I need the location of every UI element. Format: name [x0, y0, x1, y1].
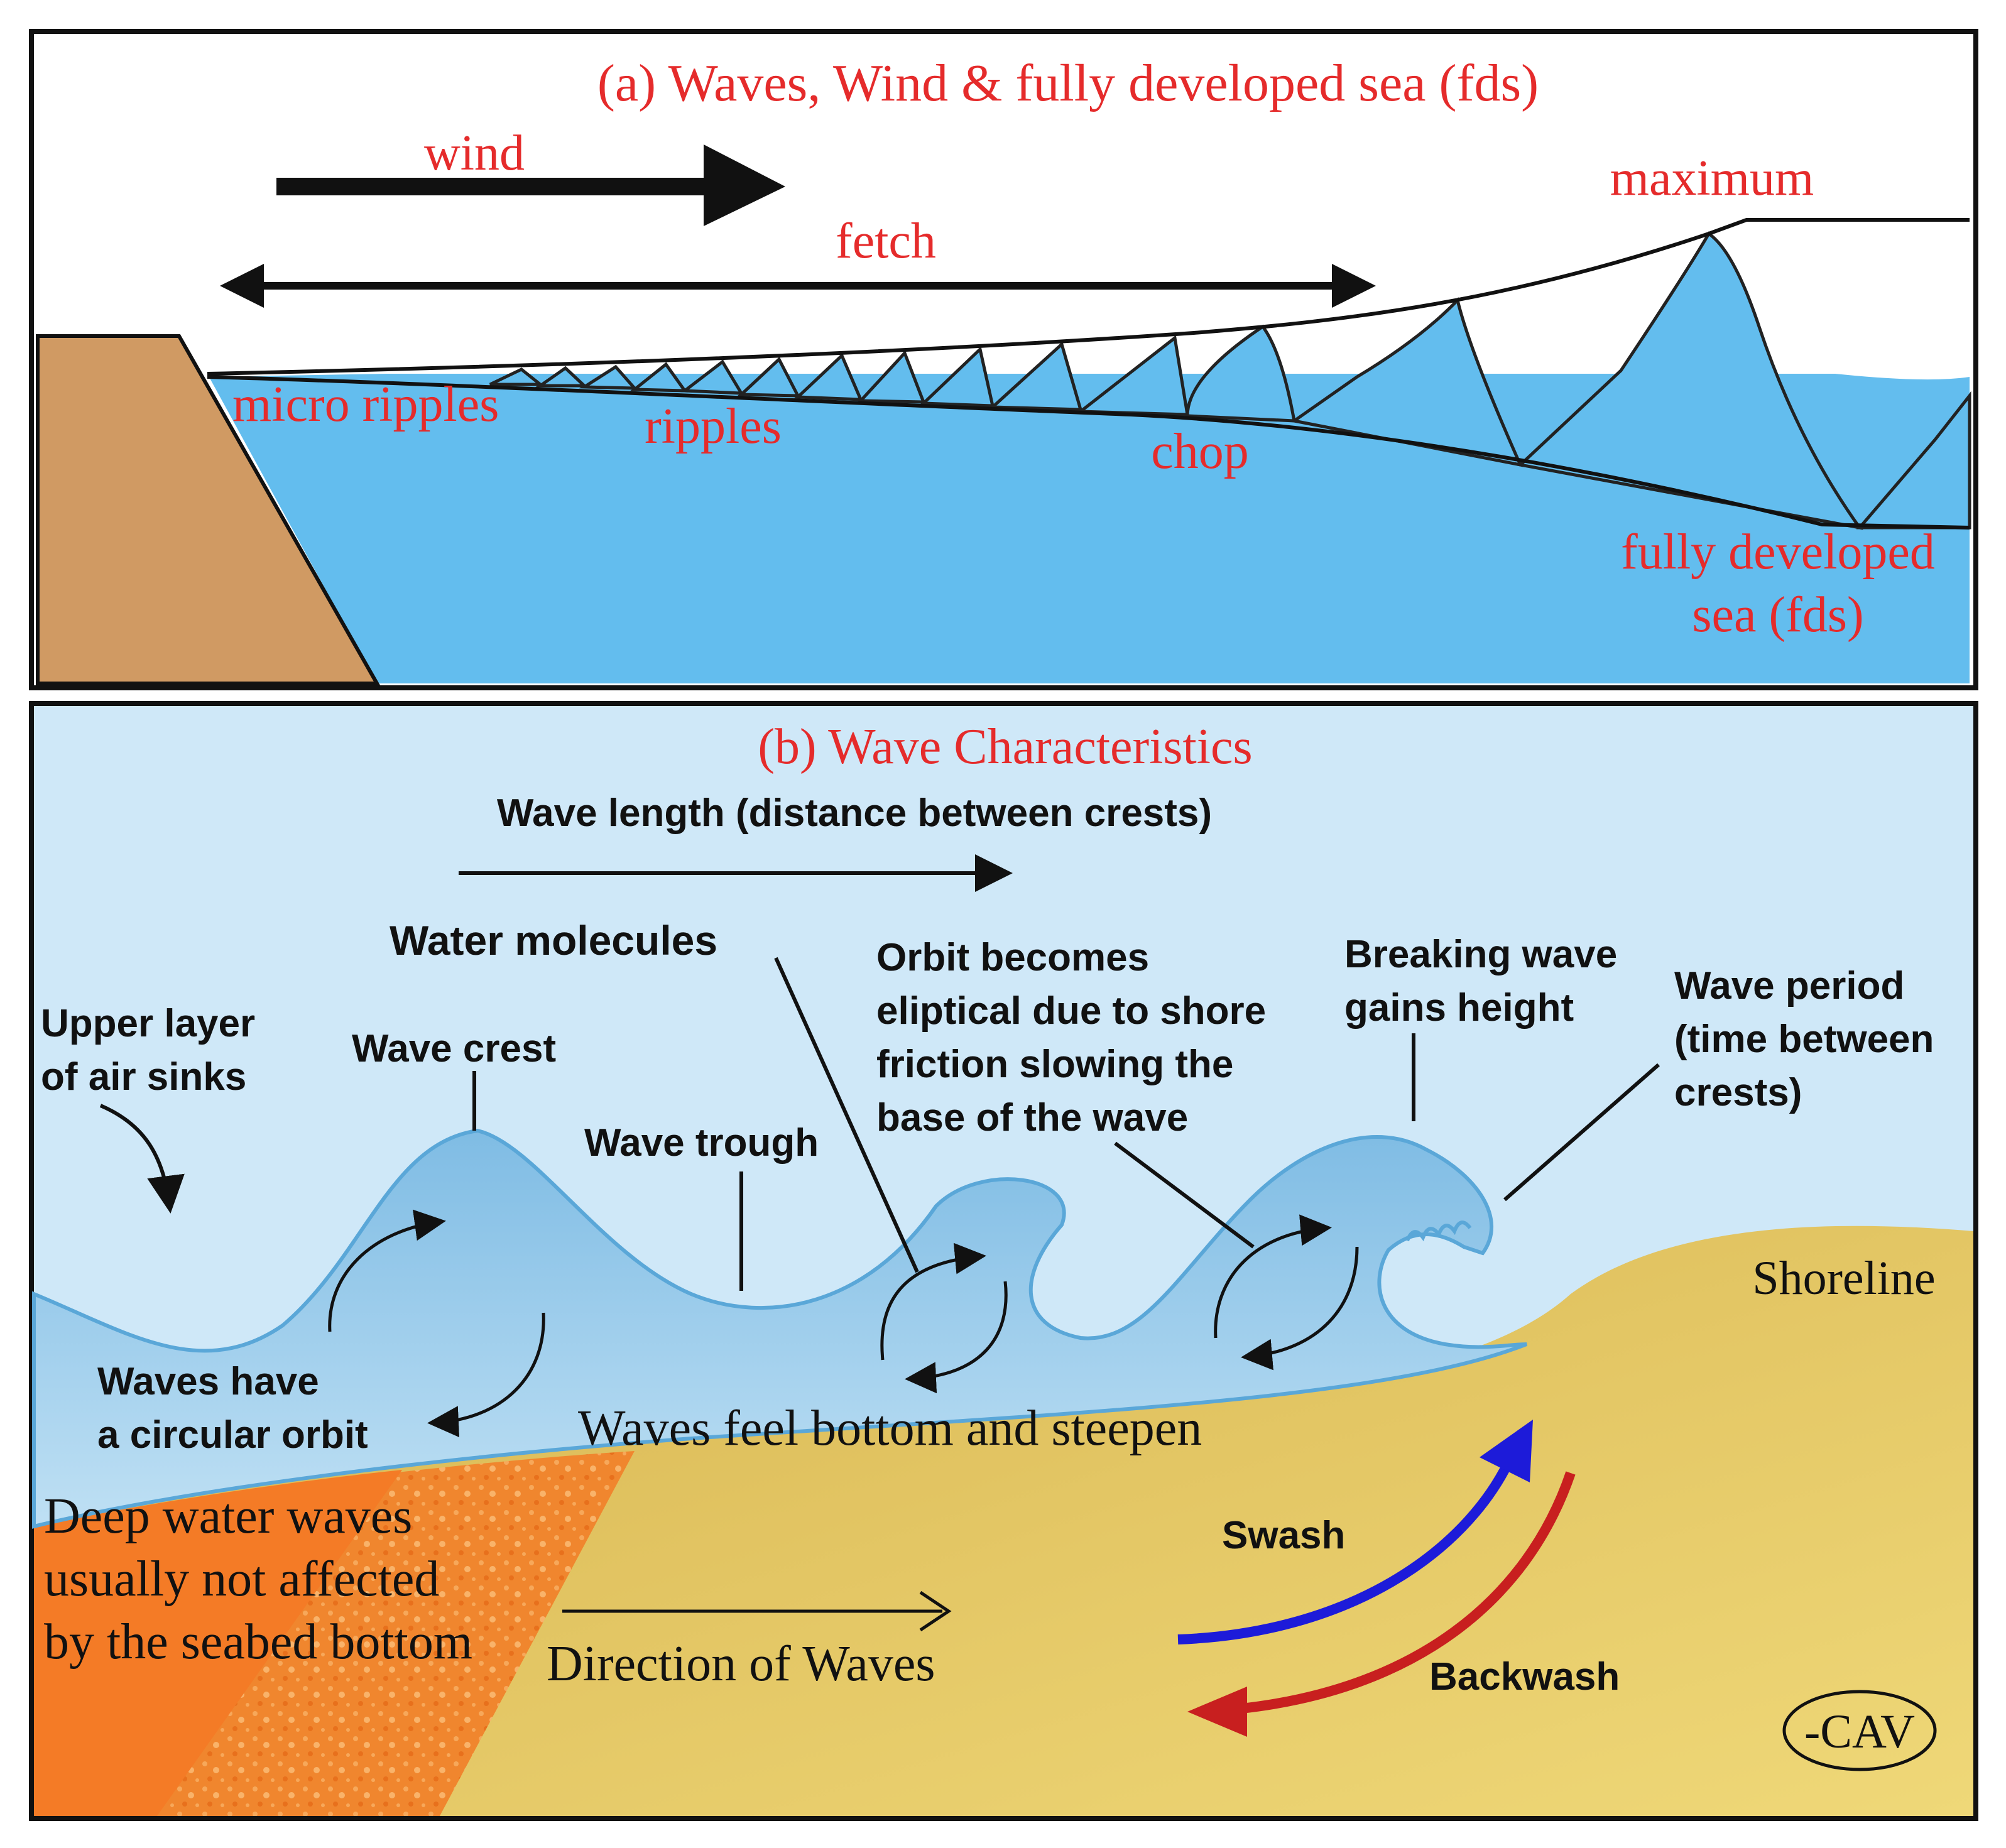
wave-crest-label: Wave crest [352, 1027, 556, 1070]
cliff [36, 334, 381, 685]
wave-period-line3: crests) [1674, 1071, 1802, 1114]
upper-layer-line2: of air sinks [41, 1055, 246, 1099]
wind-label: wind [424, 126, 525, 181]
wave-period-text: Wave period (time between crests) [1674, 964, 1934, 1114]
wave-period-leader [1503, 1063, 1660, 1202]
wave-trough-label: Wave trough [584, 1121, 819, 1165]
elliptical-orbit-1 [880, 1242, 1008, 1394]
circular-orbit [328, 1209, 545, 1438]
orbit-elliptical-line4: base of the wave [876, 1096, 1188, 1139]
backwash-label: Backwash [1429, 1655, 1620, 1699]
deep-water-line2: usually not affected [44, 1552, 439, 1607]
deep-water-line3: by the seabed bottom [44, 1614, 472, 1670]
orbit-elliptical-leader [1114, 1141, 1255, 1249]
signature: -CAV [1804, 1705, 1915, 1758]
orbit-elliptical-text: Orbit becomes eliptical due to shore fri… [876, 936, 1266, 1139]
backwash-arrow-shaft [1240, 1471, 1576, 1714]
sea-water [207, 374, 1970, 683]
elliptical-orbit-2 [1214, 1214, 1359, 1371]
breaking-wave-text: Breaking wave gains height [1344, 933, 1617, 1030]
breaking-wave-lip [1405, 1220, 1472, 1242]
swash-arrow-shaft [1177, 1461, 1513, 1644]
fetch-arrow-right-head [1332, 264, 1376, 308]
wave-series [489, 231, 1971, 530]
circular-orbit-line1: Waves have [97, 1360, 319, 1403]
shoreline-label: Shoreline [1752, 1252, 1935, 1305]
circular-orbit-line2: a circular orbit [97, 1413, 368, 1457]
wave-length-label: Wave length (distance between crests) [497, 791, 1212, 835]
panel-a-title: (a) Waves, Wind & fully developed sea (f… [597, 54, 1539, 112]
deep-seabed-core [34, 1470, 402, 1816]
breaking-wave-line1: Breaking wave [1344, 933, 1617, 976]
signature-ellipse [1782, 1690, 1937, 1771]
swash-label: Swash [1222, 1514, 1345, 1557]
orbit-elliptical-line2: eliptical due to shore [876, 989, 1266, 1033]
direction-arrow-head [919, 1590, 952, 1632]
maximum-label: maximum [1610, 151, 1814, 206]
seabed-sand [34, 1226, 1973, 1816]
wind-arrow-head [704, 144, 785, 226]
wave-height-envelope [207, 218, 1970, 376]
micro-ripples-label: micro ripples [232, 377, 499, 432]
fds-label-line2: sea (fds) [1692, 587, 1863, 643]
orbit-elliptical-line1: Orbit becomes [876, 936, 1149, 979]
swash-arrow-head [1480, 1420, 1533, 1482]
orbit-elliptical-line3: friction slowing the [876, 1043, 1233, 1086]
wave-period-line2: (time between [1674, 1018, 1934, 1061]
wave-period-line1: Wave period [1674, 964, 1904, 1008]
sea-bottom-line [207, 375, 1970, 530]
air-sinks-arrow [99, 1104, 185, 1214]
panel-b: (b) Wave Characteristics Wave length (di… [29, 701, 1978, 1821]
upper-layer-text: Upper layer of air sinks [41, 1002, 255, 1099]
circular-orbit-text: Waves have a circular orbit [97, 1360, 368, 1457]
fetch-label: fetch [836, 214, 936, 269]
panel-a: (a) Waves, Wind & fully developed sea (f… [29, 29, 1978, 690]
ripples-label: ripples [645, 399, 782, 454]
feel-bottom-label: Waves feel bottom and steepen [578, 1401, 1202, 1456]
deep-water-line1: Deep water waves [44, 1489, 412, 1544]
breaking-wave-line2: gains height [1344, 986, 1574, 1030]
panel-b-title: (b) Wave Characteristics [758, 719, 1252, 775]
deep-water-text: Deep water waves usually not affected by… [44, 1489, 472, 1670]
water-molecules-label: Water molecules [390, 917, 717, 964]
air-region [207, 217, 1970, 380]
fds-label-line1: fully developed [1621, 525, 1935, 580]
upper-layer-line1: Upper layer [41, 1002, 255, 1045]
backwash-arrow-head [1187, 1687, 1247, 1737]
water-molecules-leader [774, 957, 919, 1273]
fetch-arrow-left-head [220, 264, 264, 308]
direction-label: Direction of Waves [547, 1636, 935, 1692]
chop-label: chop [1151, 424, 1249, 479]
